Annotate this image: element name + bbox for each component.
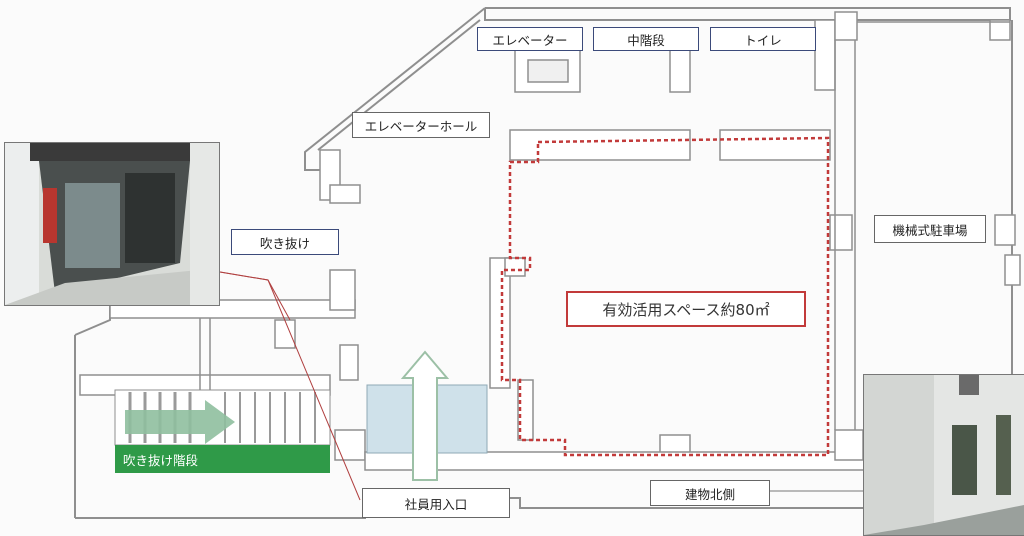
- entrance-arrow: [400, 350, 450, 481]
- building-north-side-label: 建物北側: [650, 480, 770, 506]
- atrium-stairs: [114, 389, 331, 473]
- entrance-photo: [4, 142, 220, 306]
- mechanical-parking-label: 機械式駐車場: [874, 215, 986, 243]
- stair-wall: [669, 49, 691, 93]
- atrium-label: 吹き抜け: [231, 229, 339, 255]
- stairs-direction-arrow: [125, 400, 235, 444]
- east-column-3: [1004, 254, 1021, 286]
- leader-lines: [219, 271, 361, 501]
- entrance-area: [366, 350, 488, 481]
- entrance-wall: [334, 429, 366, 461]
- corridor-column: [339, 344, 359, 381]
- entrance-leader: [219, 271, 361, 501]
- north-diagonal-wall-inner: [317, 19, 481, 151]
- east-column-1: [829, 214, 853, 251]
- top-right-column: [834, 11, 858, 41]
- se-column: [834, 429, 864, 461]
- atrium-stairs-label: 吹き抜け階段: [115, 445, 230, 473]
- top-wall: [484, 7, 1011, 21]
- staff-entrance-label: 社員用入口: [362, 488, 510, 518]
- elevator-label: エレベーター: [477, 27, 583, 51]
- west-step-wall: [74, 305, 111, 336]
- left-column-hall-2: [329, 184, 361, 204]
- space-west-notch: [504, 257, 526, 277]
- elevator-shaft-inner: [527, 59, 569, 83]
- toilet-label: トイレ: [710, 27, 816, 51]
- small-column: [274, 319, 296, 349]
- north-side-photo-image: [864, 375, 1024, 535]
- elevator-hall-label: エレベーターホール: [352, 112, 490, 138]
- interior-walls: [79, 11, 1021, 471]
- effective-space-label: 有効活用スペース約80㎡: [566, 291, 806, 327]
- north-diagonal-wall: [304, 7, 486, 171]
- stairs-green-band: [230, 445, 330, 473]
- space-west-wall: [489, 257, 511, 389]
- mid-wall-corner: [329, 269, 356, 311]
- upper-left-wall: [509, 129, 691, 161]
- effective-space-outline: [500, 136, 830, 457]
- north-side-photo: [863, 374, 1024, 536]
- east-column-2: [994, 214, 1016, 246]
- toilet-wall: [814, 19, 836, 91]
- entrance-photo-image: [5, 143, 219, 305]
- structure-lines: [199, 21, 1010, 440]
- middle-stairs-label: 中階段: [593, 27, 699, 51]
- upper-right-wall: [719, 129, 831, 161]
- top-right-box: [989, 19, 1011, 41]
